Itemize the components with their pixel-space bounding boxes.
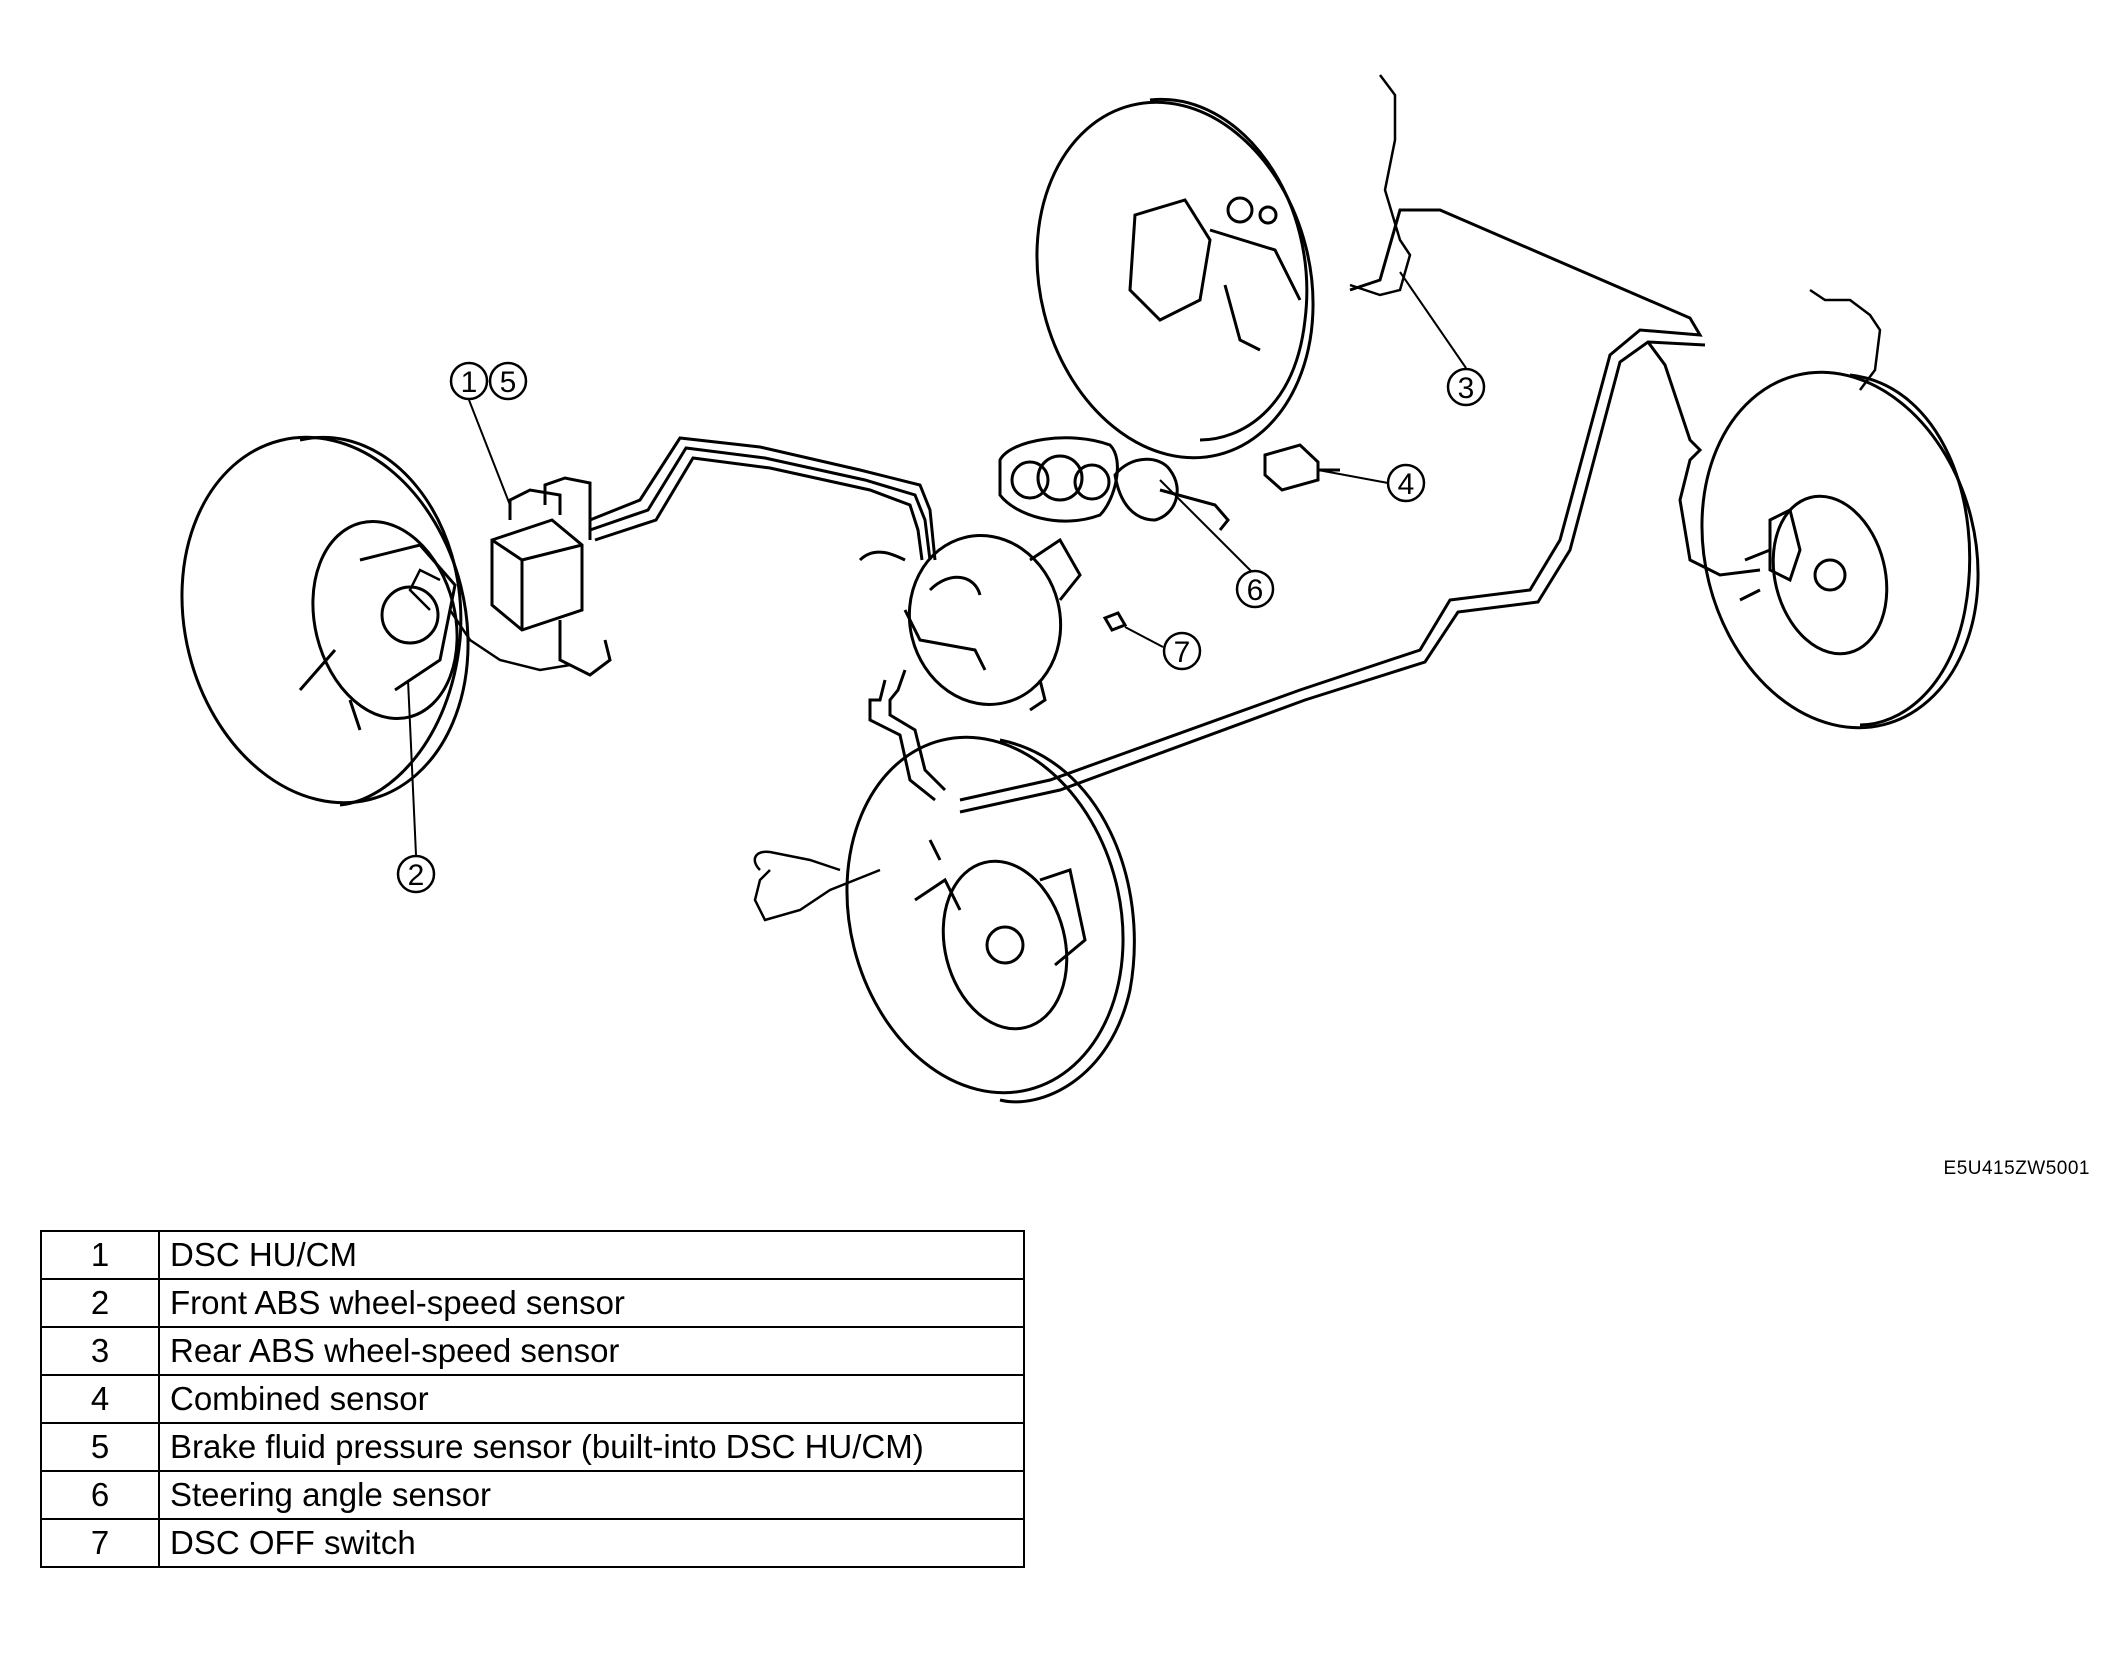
legend-row: 7 DSC OFF switch: [40, 1518, 1025, 1568]
legend-number: 1: [40, 1230, 160, 1280]
legend-description: DSC HU/CM: [158, 1230, 1025, 1280]
legend-table: 1 DSC HU/CM 2 Front ABS wheel-speed sens…: [40, 1230, 1025, 1568]
dsc-off-switch: [1102, 611, 1128, 632]
svg-text:4: 4: [1398, 468, 1415, 501]
brake-lines: [558, 208, 1761, 814]
svg-text:3: 3: [1458, 372, 1475, 405]
legend-description: Combined sensor: [158, 1374, 1025, 1424]
legend-number: 6: [40, 1470, 160, 1520]
legend-description: Steering angle sensor: [158, 1470, 1025, 1520]
callout-4: 4: [1386, 463, 1426, 503]
callout-3: 3: [1446, 367, 1486, 407]
leader-lines: [407, 271, 1467, 856]
legend-row: 4 Combined sensor: [40, 1374, 1025, 1424]
combined-sensor: [1263, 443, 1340, 492]
legend-number: 5: [40, 1422, 160, 1472]
legend-description: DSC OFF switch: [158, 1518, 1025, 1568]
rear-right-wheel: [1700, 370, 1980, 730]
callout-6: 6: [1235, 569, 1275, 609]
dsc-hu-cm-unit: [490, 476, 592, 632]
legend-row: 6 Steering angle sensor: [40, 1470, 1025, 1520]
callout-2: 2: [396, 854, 436, 894]
svg-text:2: 2: [408, 859, 425, 892]
brake-booster: [858, 534, 1082, 712]
legend-description: Brake fluid pressure sensor (built-into …: [158, 1422, 1025, 1472]
brake-system-diagram: 1 5 2 3 4 6 7: [180, 74, 1980, 1104]
svg-text:5: 5: [500, 366, 517, 399]
legend-description: Rear ABS wheel-speed sensor: [158, 1326, 1025, 1376]
callout-7: 7: [1162, 631, 1202, 671]
front-left-wheel: [180, 435, 470, 807]
sensor-harnesses: [408, 74, 1882, 922]
legend-row: 2 Front ABS wheel-speed sensor: [40, 1278, 1025, 1328]
legend-row: 1 DSC HU/CM: [40, 1230, 1025, 1280]
legend-number: 2: [40, 1278, 160, 1328]
legend-row: 5 Brake fluid pressure sensor (built-int…: [40, 1422, 1025, 1472]
legend-number: 7: [40, 1518, 160, 1568]
callouts: 1 5 2 3 4 6 7: [396, 361, 1486, 894]
figure-code: E5U415ZW5001: [1943, 1158, 2090, 1179]
svg-text:1: 1: [461, 366, 478, 399]
legend-row: 3 Rear ABS wheel-speed sensor: [40, 1326, 1025, 1376]
instrument-cluster: [998, 436, 1230, 531]
legend-number: 4: [40, 1374, 160, 1424]
front-right-wheel: [845, 735, 1136, 1104]
callout-5: 5: [488, 361, 528, 401]
svg-text:6: 6: [1247, 574, 1264, 607]
legend-description: Front ABS wheel-speed sensor: [158, 1278, 1025, 1328]
svg-text:7: 7: [1174, 636, 1191, 669]
callout-1: 1: [449, 361, 489, 401]
rear-left-wheel: [1035, 97, 1315, 460]
legend-number: 3: [40, 1326, 160, 1376]
